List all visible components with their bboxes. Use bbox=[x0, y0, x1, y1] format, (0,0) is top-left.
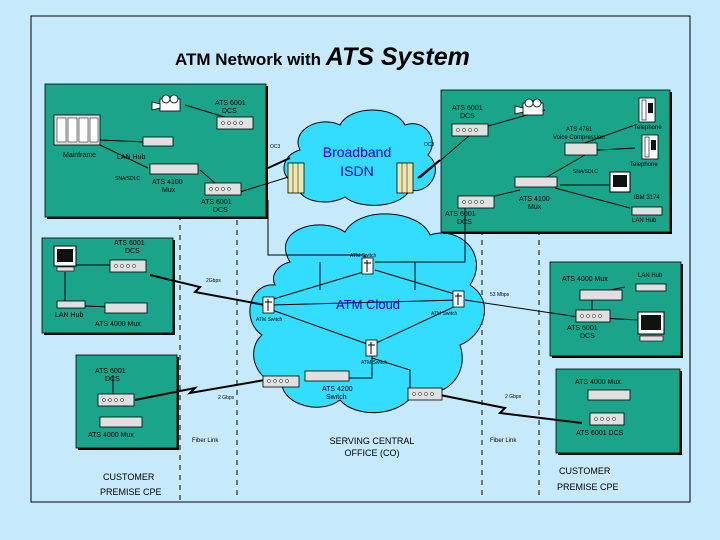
label-mainframe: Mainframe bbox=[63, 152, 96, 159]
label-isdn: ISDN bbox=[340, 163, 373, 179]
atm-switches bbox=[262, 257, 465, 357]
mux-icon bbox=[579, 289, 623, 301]
atm-switch-icon bbox=[365, 339, 378, 357]
video-camera-icon bbox=[514, 98, 544, 116]
label-atm-switch: ATM Switch bbox=[256, 317, 283, 323]
link-right-low bbox=[439, 394, 583, 424]
telephone-icon bbox=[638, 97, 656, 123]
isdn-terminal-right bbox=[396, 162, 414, 194]
isdn-terminal-left bbox=[287, 162, 305, 194]
link-oc3-left bbox=[267, 157, 291, 169]
label-lan-hub: LAN Hub bbox=[117, 154, 146, 161]
link-left-low bbox=[134, 379, 266, 401]
label-atm-switch: ATM Switch bbox=[350, 253, 377, 259]
label-link-speed: 2Gbps bbox=[206, 278, 221, 284]
device-boxes bbox=[56, 116, 667, 428]
diagram-title: ATM Network with ATS System bbox=[175, 43, 470, 71]
atm-switch-icon bbox=[262, 296, 275, 314]
label-fiber-link: Fiber Link bbox=[192, 438, 219, 444]
voice-compression-icon bbox=[564, 142, 598, 156]
label-sna: SNA/SDLC bbox=[573, 169, 598, 175]
hub-icon bbox=[56, 300, 86, 309]
link-oc3-right bbox=[417, 159, 441, 179]
label-oc3: OC3 bbox=[270, 144, 281, 150]
outer-frame bbox=[30, 15, 691, 503]
label-broadband: Broadband bbox=[323, 144, 392, 160]
mux-icon bbox=[104, 302, 148, 314]
wan-links bbox=[134, 157, 583, 424]
mux-icon bbox=[587, 389, 631, 401]
link-left-mid bbox=[149, 274, 266, 306]
label-telephone: Telephone bbox=[630, 162, 658, 168]
mainframe-icon bbox=[53, 114, 101, 146]
mux-icon bbox=[149, 163, 199, 175]
label-atm-cloud: ATM Cloud bbox=[336, 297, 400, 312]
label-mux: ATS 4000 Mux bbox=[575, 379, 621, 386]
hub-icon bbox=[635, 283, 667, 292]
label-mux: ATS 4000 Mux bbox=[562, 276, 608, 283]
mux-icon bbox=[514, 176, 558, 188]
hub-icon bbox=[142, 136, 174, 147]
label-atm-switch: ATM Switch bbox=[361, 360, 388, 366]
label-lan-hub: LAN Hub bbox=[55, 312, 84, 319]
atm-switch-icon bbox=[361, 257, 374, 275]
label-link-speed: 53 Mbps bbox=[490, 292, 510, 298]
ibm-terminal-icon bbox=[609, 171, 631, 193]
label-dcs: ATS 6001 DCS bbox=[576, 430, 624, 437]
label-oc3: OC3 bbox=[424, 142, 435, 148]
label-link-speed: 2 Gbps bbox=[505, 394, 522, 400]
pc-icon bbox=[53, 245, 77, 272]
mux-icon bbox=[99, 416, 143, 428]
device-ports bbox=[102, 121, 616, 421]
label-telephone: Telephone bbox=[634, 125, 662, 131]
label-ibm-3174: IBM 3174 bbox=[634, 195, 660, 201]
label-atm-switch: ATM Switch bbox=[431, 311, 458, 317]
pc-icon bbox=[637, 311, 665, 342]
atm-4200-switch-icon bbox=[304, 370, 350, 382]
atm-switch-icon bbox=[452, 290, 465, 308]
label-link-speed: 2 Gbps bbox=[218, 395, 235, 401]
label-sna: SNA/SDLC bbox=[115, 176, 140, 182]
label-lan-hub: LAN Hub bbox=[638, 273, 663, 279]
video-camera-icon bbox=[151, 94, 181, 112]
label-lan-hub: LAN Hub bbox=[632, 218, 657, 224]
telephone-icon bbox=[641, 134, 659, 160]
label-mux: ATS 4000 Mux bbox=[95, 321, 141, 328]
label-mux: ATS 4000 Mux bbox=[88, 432, 134, 439]
label-fiber-link: Fiber Link bbox=[490, 438, 517, 444]
hub-icon bbox=[631, 206, 663, 216]
